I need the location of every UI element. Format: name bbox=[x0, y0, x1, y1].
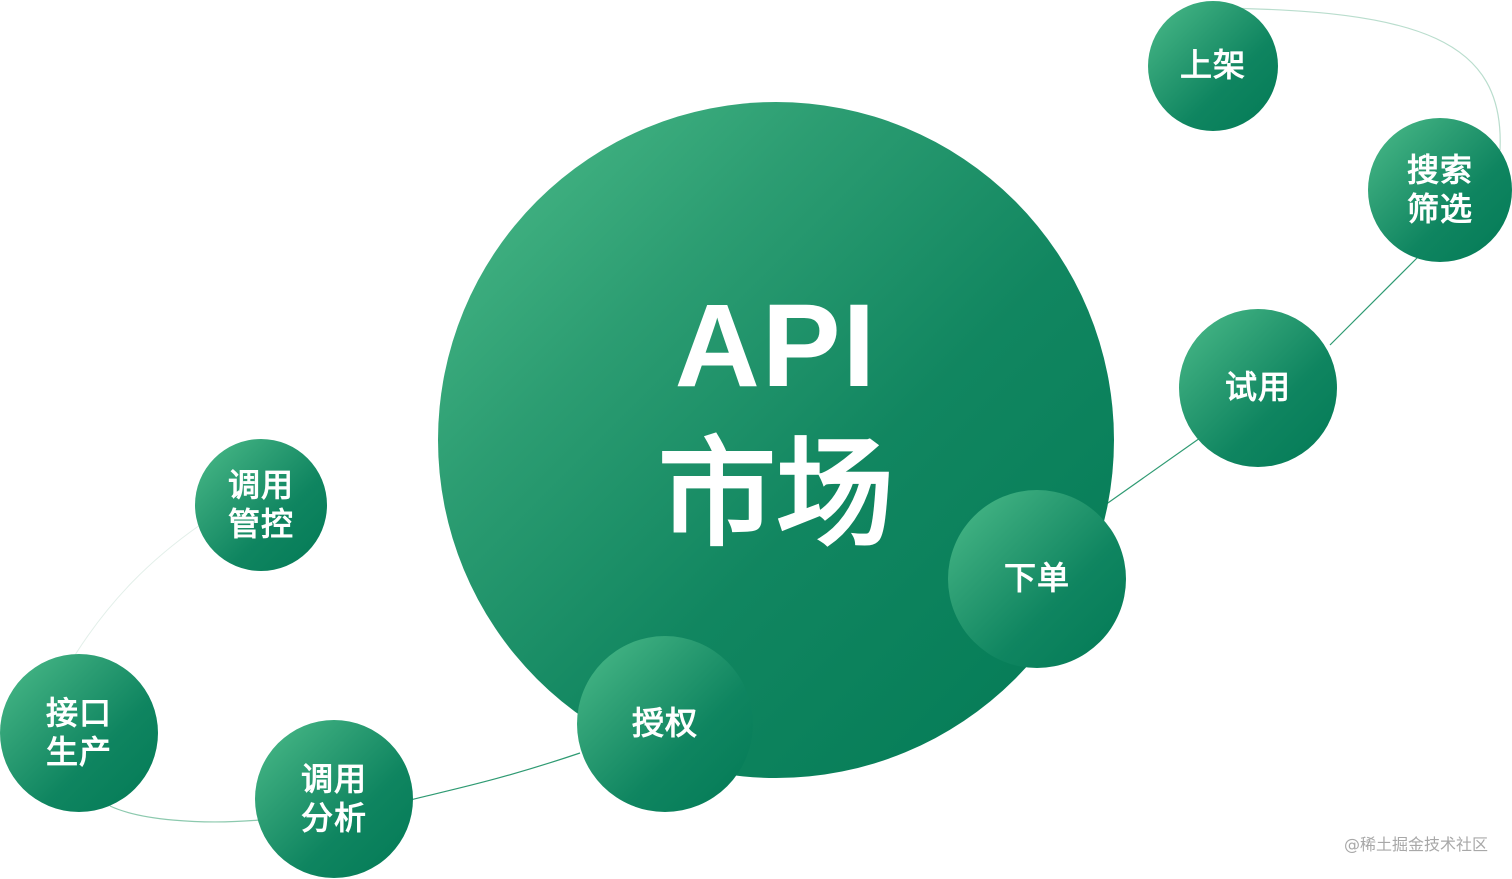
watermark: @稀土掘金技术社区 bbox=[1343, 835, 1488, 854]
api-market-center-node: API 市场 bbox=[438, 102, 1114, 778]
node-label: 试用 bbox=[1224, 368, 1291, 407]
center-title-api: API bbox=[674, 280, 878, 412]
node-label: 生产 bbox=[45, 733, 112, 771]
node-authorize: 授权 bbox=[577, 636, 753, 812]
node-call-control: 调用 管控 bbox=[195, 439, 327, 571]
node-label: 授权 bbox=[631, 704, 698, 743]
node-trial: 试用 bbox=[1179, 309, 1337, 467]
node-label: 管控 bbox=[227, 505, 294, 543]
node-search-filter: 搜索 筛选 bbox=[1368, 118, 1512, 262]
node-shangjia: 上架 bbox=[1148, 1, 1278, 131]
node-label: 接口 bbox=[45, 693, 112, 732]
node-label: 下单 bbox=[1003, 559, 1070, 598]
node-api-production: 接口 生产 bbox=[0, 654, 158, 812]
node-label: 分析 bbox=[300, 799, 367, 837]
node-label: 搜索 bbox=[1406, 150, 1473, 189]
node-label: 调用 bbox=[300, 759, 367, 798]
node-label: 筛选 bbox=[1406, 190, 1473, 228]
node-label: 上架 bbox=[1179, 46, 1246, 85]
center-title-market: 市场 bbox=[657, 425, 894, 563]
node-order: 下单 bbox=[948, 490, 1126, 668]
node-call-analysis: 调用 分析 bbox=[255, 720, 413, 878]
node-label: 调用 bbox=[227, 465, 294, 504]
